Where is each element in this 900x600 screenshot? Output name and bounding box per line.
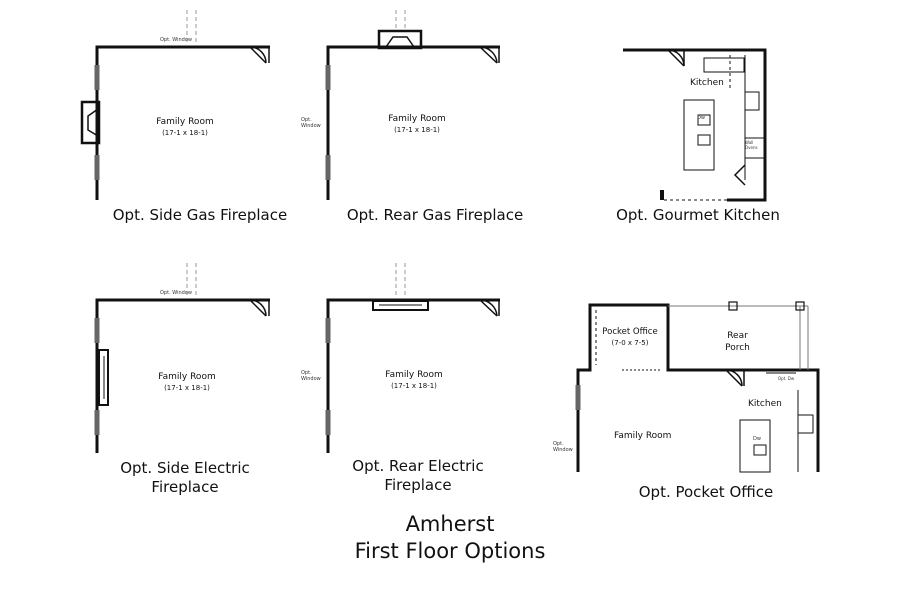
- caption-side-electric-fireplace: Opt. Side Electric Fireplace: [120, 459, 250, 496]
- title-line-2: First Floor Options: [354, 539, 546, 563]
- pocket-office-label: Pocket Office: [602, 327, 658, 337]
- caption-pocket-office: Opt. Pocket Office: [638, 483, 774, 501]
- pocket-office-plan: [575, 301, 820, 473]
- family-room-label: Family Room: [385, 370, 443, 380]
- rear-gas-fireplace-plan: [325, 10, 500, 200]
- family-room-label: Family Room: [614, 431, 672, 441]
- family-room-size: (17-1 x 18-1): [164, 384, 210, 392]
- family-room-label: Family Room: [156, 117, 214, 127]
- kitchen-label: Kitchen: [748, 399, 782, 409]
- opt-window-label: Opt. Window: [553, 441, 573, 453]
- wall-ovens-label: Wall Ovens: [745, 140, 758, 150]
- title-line-1: Amherst: [405, 512, 495, 536]
- rear-electric-fireplace-plan: [325, 263, 500, 453]
- caption-gourmet-kitchen: Opt. Gourmet Kitchen: [616, 206, 780, 224]
- rear-porch-label: Rear Porch: [725, 331, 750, 353]
- opt-window-label: Opt. Window: [160, 37, 192, 43]
- opt-window-label: Opt. Window: [301, 117, 321, 129]
- kitchen-label: Kitchen: [690, 78, 724, 88]
- family-room-size: (17-1 x 18-1): [391, 382, 437, 390]
- page-title: Amherst First Floor Options: [300, 511, 600, 565]
- opt-dw-label: Opt. Dw: [778, 376, 795, 381]
- caption-rear-electric-fireplace: Opt. Rear Electric Fireplace: [352, 457, 484, 494]
- dw-label: Dw: [753, 436, 761, 442]
- dw-label: Dw: [697, 115, 705, 121]
- opt-window-label: Opt. Window: [301, 370, 321, 382]
- family-room-size: (17-1 x 18-1): [394, 126, 440, 134]
- family-room-size: (17-1 x 18-1): [162, 129, 208, 137]
- side-electric-fireplace-plan: [94, 263, 270, 453]
- side-gas-fireplace-plan: [80, 10, 270, 200]
- family-room-label: Family Room: [158, 372, 216, 382]
- family-room-label: Family Room: [388, 114, 446, 124]
- opt-window-label: Opt. Window: [160, 290, 192, 296]
- caption-rear-gas-fireplace: Opt. Rear Gas Fireplace: [346, 206, 524, 224]
- gourmet-kitchen-plan: [623, 48, 767, 202]
- caption-side-gas-fireplace: Opt. Side Gas Fireplace: [112, 206, 288, 224]
- pocket-office-size: (7-0 x 7-5): [611, 339, 649, 347]
